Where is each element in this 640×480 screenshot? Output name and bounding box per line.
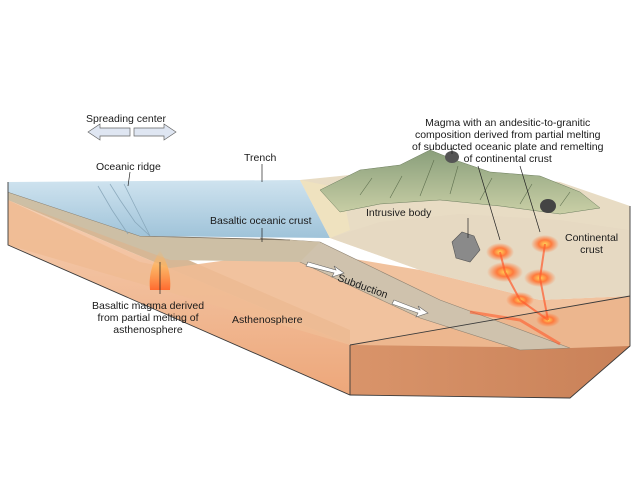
continental-magma	[469, 235, 561, 346]
magma-composition-label: Magma with an andesitic-to-granitic comp…	[412, 117, 603, 165]
basaltic-magma-label: Basaltic magma derived from partial melt…	[92, 300, 204, 336]
continental-crust-line-2: crust	[580, 244, 603, 256]
basaltic-magma-line-2: from partial melting of	[97, 312, 199, 324]
trench-label: Trench	[244, 152, 277, 164]
magma-composition-line-1: Magma with an andesitic-to-granitic	[425, 117, 591, 129]
basaltic-oceanic-crust-label: Basaltic oceanic crust	[210, 215, 312, 227]
asthenosphere-label: Asthenosphere	[232, 314, 303, 326]
block-outline	[7, 182, 631, 399]
spreading-center-label: Spreading center	[86, 113, 166, 125]
continental-crust-line-1: Continental	[565, 232, 619, 244]
oceanic-ridge-label: Oceanic ridge	[96, 161, 161, 173]
continental-crust-label: Continental crust	[565, 232, 618, 256]
oceanic-crust-layer	[8, 192, 320, 262]
volcano-icon	[445, 151, 556, 213]
coastline	[300, 180, 350, 238]
basaltic-magma-line-3: asthenosphere	[113, 324, 183, 336]
intrusive-body-label: Intrusive body	[366, 207, 432, 219]
intrusive-body	[451, 231, 481, 263]
ocean-ridge-texture	[97, 183, 151, 237]
double-arrow-icon	[87, 123, 177, 141]
mountain-texture	[359, 159, 571, 207]
subduction-arrow-icon	[305, 261, 429, 318]
magma-composition-line-2: composition derived from partial melting	[414, 129, 601, 141]
basaltic-magma-line-1: Basaltic magma derived	[92, 300, 205, 312]
magma-composition-line-4: of continental crust	[463, 153, 552, 165]
leader-lines	[127, 148, 541, 294]
magma-composition-line-3: of subducted oceanic plate and remelting	[412, 141, 604, 153]
mantle-cross-section	[8, 200, 630, 348]
subducting-slab	[259, 237, 571, 351]
ocean-surface	[8, 180, 330, 238]
